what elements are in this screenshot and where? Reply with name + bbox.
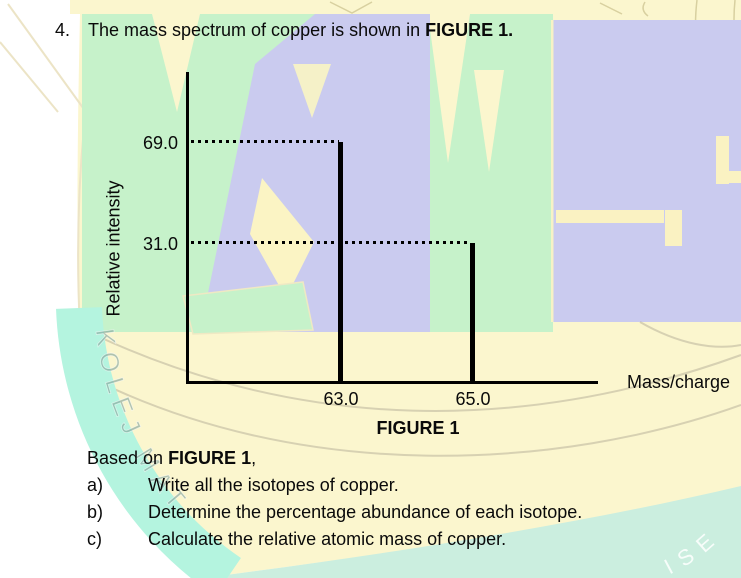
- x-tick-63: 63.0: [323, 389, 359, 409]
- part-b-label: b): [87, 502, 104, 522]
- peak-bar-63: [338, 142, 343, 383]
- part-c-text: Calculate the relative atomic mass of co…: [148, 529, 507, 549]
- watermark-faint-lines: [0, 3, 87, 331]
- based-suffix: ,: [251, 448, 257, 468]
- watermark-teal-band: [218, 486, 741, 578]
- watermark-green-quad: [182, 281, 314, 335]
- watermark-yellow-leaf: [250, 178, 314, 298]
- x-axis-label: Mass/charge: [627, 372, 731, 392]
- question-intro-text: The mass spectrum of copper is shown in: [88, 20, 426, 40]
- watermark-periwinkle-block: [553, 20, 741, 322]
- y-tick-31: 31.0: [142, 234, 178, 254]
- watermark-ring-arc: [56, 306, 242, 578]
- part-b-text: Determine the percentage abundance of ea…: [148, 502, 583, 522]
- watermark-yellow-bars: [556, 136, 741, 246]
- part-c-label: c): [87, 529, 102, 549]
- watermark-separator: [551, 20, 554, 322]
- figure-caption: FIGURE 1: [376, 418, 460, 438]
- question-part-a: a) Write all the isotopes of copper.: [87, 475, 399, 496]
- question-intro: The mass spectrum of copper is shown in …: [88, 20, 513, 41]
- question-intro-figure-ref: FIGURE 1.: [425, 20, 514, 40]
- question-part-b: b) Determine the percentage abundance of …: [87, 502, 582, 523]
- based-prefix: Based on: [87, 448, 169, 468]
- based-figure-ref: FIGURE 1: [168, 448, 252, 468]
- guide-dotted-line-69: [191, 140, 339, 143]
- question-part-c: c) Calculate the relative atomic mass of …: [87, 529, 506, 550]
- x-axis-line: [186, 381, 598, 384]
- part-a-label: a): [87, 475, 104, 495]
- peak-bar-65: [470, 243, 475, 383]
- question-number: 4.: [55, 20, 71, 40]
- guide-dotted-line-31: [191, 241, 471, 244]
- y-tick-69: 69.0: [142, 133, 178, 153]
- watermark-m-notch: [293, 64, 331, 118]
- watermark-circle-arcs: [84, 321, 741, 457]
- y-axis-line: [186, 72, 189, 384]
- part-a-text: Write all the isotopes of copper.: [148, 475, 399, 495]
- x-tick-65: 65.0: [455, 389, 491, 409]
- watermark-letter-m: [200, 14, 430, 332]
- y-axis-label: Relative intensity: [103, 180, 124, 317]
- watermark-yellow-notches: [152, 14, 504, 172]
- based-on-line: Based on FIGURE 1,: [87, 448, 256, 469]
